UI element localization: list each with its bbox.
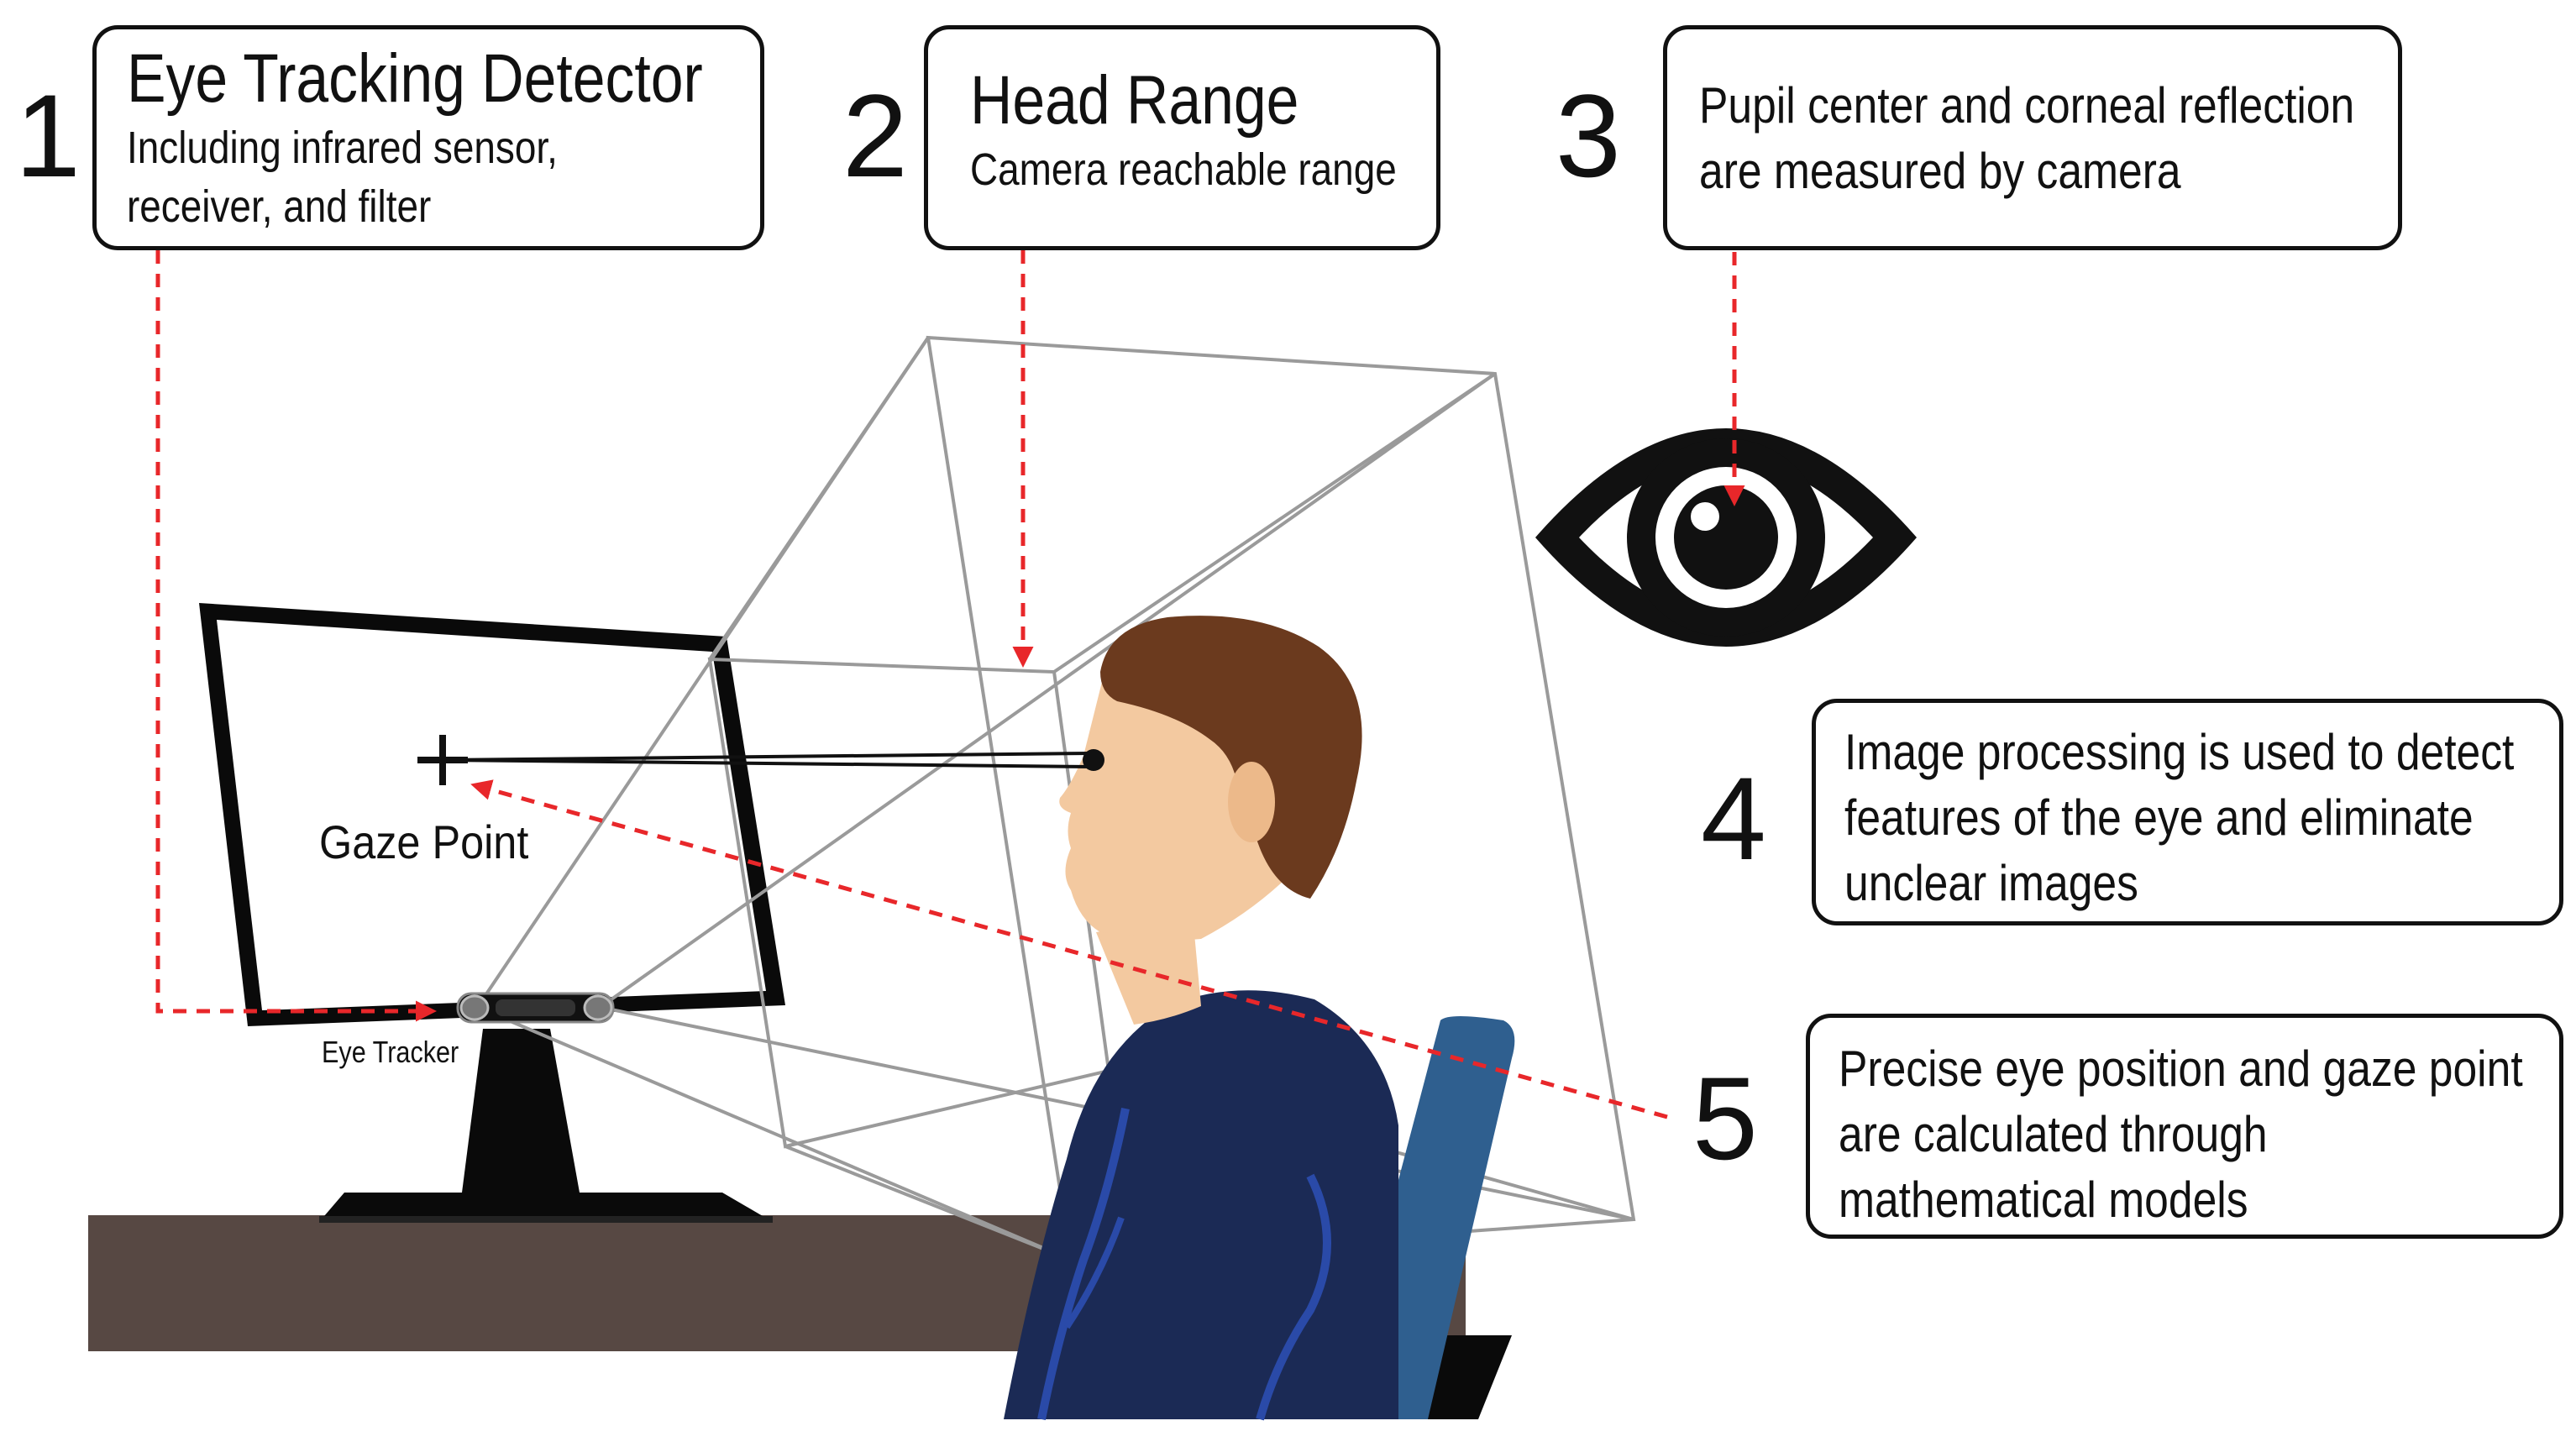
eye-tracker-device — [456, 992, 615, 1024]
gaze-point-label: Gaze Point — [319, 815, 529, 868]
monitor — [199, 603, 785, 1026]
step-4-line-2: features of the eye and eliminate — [1844, 789, 2474, 846]
step-5-line-2: are calculated through — [1839, 1106, 2268, 1162]
step-2-line-1: Camera reachable range — [970, 144, 1397, 196]
step-4-line-3: unclear images — [1844, 855, 2138, 911]
step-3-box: Pupil center and corneal reflection are … — [1663, 25, 2402, 250]
person — [1004, 616, 1398, 1421]
step-2-title: Head Range — [970, 62, 1299, 139]
gaze-lines — [443, 752, 1093, 768]
step-5-line-3: mathematical models — [1839, 1172, 2248, 1228]
step-1-title: Eye Tracking Detector — [127, 40, 703, 117]
step-5-box: Precise eye position and gaze point are … — [1806, 1014, 2563, 1239]
step-3-line-1: Pupil center and corneal reflection — [1699, 77, 2355, 134]
arrow-detector — [155, 250, 437, 1022]
step-4-box: Image processing is used to detect featu… — [1812, 699, 2563, 925]
step-number-1: 1 — [15, 70, 81, 202]
eye-icon — [1535, 428, 1917, 647]
step-1-line-1: Including infrared sensor, — [127, 123, 558, 174]
arrow-gaze-calc — [470, 779, 1668, 1119]
step-1-line-2: receiver, and filter — [127, 181, 432, 233]
head-range-box — [477, 335, 1636, 1262]
step-2-box: Head Range Camera reachable range — [924, 25, 1440, 250]
eye-tracker-label: Eye Tracker — [322, 1035, 459, 1069]
annotation-arrows — [155, 250, 1745, 1119]
step-3-line-2: are measured by camera — [1699, 143, 2181, 199]
monitor-stand — [319, 1029, 773, 1223]
step-4-line-1: Image processing is used to detect — [1844, 724, 2515, 780]
step-number-5: 5 — [1692, 1052, 1758, 1184]
step-number-2: 2 — [842, 70, 908, 202]
step-1-box: Eye Tracking Detector Including infrared… — [92, 25, 764, 250]
crosshair-icon — [417, 735, 468, 785]
step-number-4: 4 — [1701, 752, 1766, 884]
step-5-line-1: Precise eye position and gaze point — [1839, 1041, 2523, 1097]
step-number-3: 3 — [1556, 70, 1621, 202]
